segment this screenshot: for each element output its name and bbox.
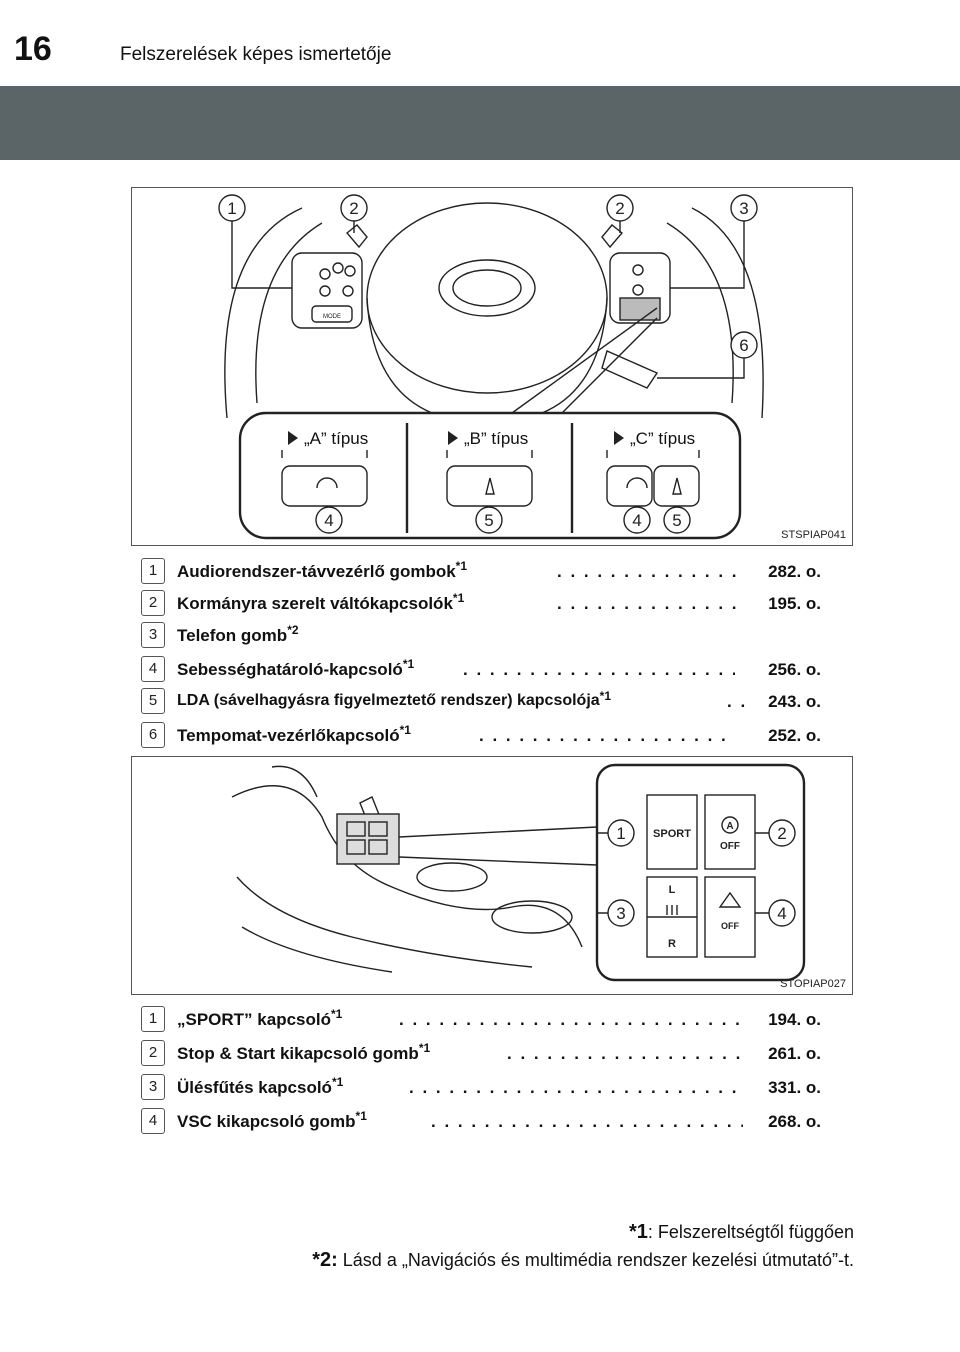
callout-2 [606,194,634,222]
callout-2 [340,194,368,222]
sport-button-label: SPORT [653,828,691,840]
page-number: 16 [14,30,52,68]
seat-heater-r-label: R [668,938,676,950]
item-page: 243. o. [768,692,821,711]
figure-code: STOPIAP027 [780,978,846,990]
callout-2 [768,819,796,847]
steering-wheel-illustration: 1 2 2 3 6 4 5 4 5 MODE [218,194,764,540]
item-label: VSC kikapcsoló gomb*1 [177,1109,367,1131]
item-number: 6 [141,722,165,748]
callout-3 [730,194,758,222]
leader-dots: . . . . . . . . . . . . . . . . [557,562,737,581]
callout-label: 3 [616,904,625,923]
list-item: 1 Audiorendszer-távvezérlő gombok*1 . . … [141,558,821,584]
leader-dots: . . . . . . . . . . . . . . . . . . . . … [479,726,735,745]
callout-label: 5 [672,511,681,530]
callout-4 [768,899,796,927]
item-label: Kormányra szerelt váltókapcsolók*1 [177,591,465,613]
callout-5 [475,506,503,534]
callout-label: 1 [227,199,236,218]
callout-3 [607,899,635,927]
seat-heater-l-label: L [669,884,676,896]
type-c-label: „C” típus [630,429,696,448]
list-item: 3 Ülésfűtés kapcsoló*1 . . . . . . . . .… [141,1074,821,1100]
item-page: 261. o. [768,1044,821,1063]
item-label: Tempomat-vezérlőkapcsoló*1 [177,723,411,745]
callout-4 [315,506,343,534]
item-number: 3 [141,1074,165,1100]
leader-dots: . . . . . . . . . . . . . . . . . . . . … [463,660,735,679]
leader-dots: . . . . . . . . . . . . . . . . . . . . … [431,1112,743,1131]
mode-button-label: MODE [323,314,341,320]
item-number: 2 [141,1040,165,1066]
item-label: Stop & Start kikapcsoló gomb*1 [177,1041,431,1063]
callout-1 [607,819,635,847]
item-number: 4 [141,1108,165,1134]
list-item: 4 VSC kikapcsoló gomb*1 . . . . . . . . … [141,1108,821,1134]
item-page: 268. o. [768,1112,821,1131]
callout-label: 2 [777,824,786,843]
list-item: 2 Stop & Start kikapcsoló gomb*1 . . . .… [141,1040,821,1066]
item-number: 1 [141,558,165,584]
leader-dots: . . . . . . . . . . . . . . . . . . . . … [399,1010,743,1029]
list-item: 5 LDA (sávelhagyásra figyelmeztető rends… [141,688,821,714]
callout-label: 4 [632,511,641,530]
page-header: 16 Felszerelések képes ismertetője [0,0,960,78]
callout-label: 2 [615,199,624,218]
item-page: 194. o. [768,1010,821,1029]
item-number: 2 [141,590,165,616]
callout-label: 1 [616,824,625,843]
steering-wheel-figure: 1 2 2 3 6 4 5 4 5 MODE „A” típus „B” típ… [131,187,853,546]
callout-label: 4 [324,511,333,530]
list-item: 1 „SPORT” kapcsoló*1 . . . . . . . . . .… [141,1006,821,1032]
callout-label: 5 [484,511,493,530]
footnote: *2: Lásd a „Navigációs és multimédia ren… [312,1249,854,1271]
callout-label: 4 [777,904,786,923]
item-page: 195. o. [768,594,821,613]
item-label: Telefon gomb*2 [177,623,299,645]
leader-dots: . . . . . . . . . . . . . . . . . . . . [507,1044,743,1063]
stop-start-off-label: OFF [720,841,740,852]
leader-dots: . . . . . . . . . . . . . . . . [557,594,737,613]
list-item: 6 Tempomat-vezérlőkapcsoló*1 . . . . . .… [141,722,821,748]
item-number: 4 [141,656,165,682]
footnotes: *1: Felszereltségtől függően *2: Lásd a … [312,1218,854,1274]
callout-label: 2 [349,199,358,218]
center-console-illustration: 1 2 3 4 SPORT A OFF L R OFF [231,763,806,982]
item-page: 331. o. [768,1078,821,1097]
type-b-label: „B” típus [464,429,529,448]
list-item: 4 Sebességhatároló-kapcsoló*1 . . . . . … [141,656,821,682]
type-a-label: „A” típus [304,429,369,448]
item-number: 5 [141,688,165,714]
leader-dots: . . . . . . . . . . . . . . . . . . . . … [409,1078,743,1097]
item-label: LDA (sávelhagyásra figyelmeztető rendsze… [177,689,612,709]
item-number: 1 [141,1006,165,1032]
item-page: 252. o. [768,726,821,745]
callout-label: 3 [739,199,748,218]
header-bar [0,86,960,160]
figure-code: STSPIAP041 [781,529,846,541]
vsc-off-label: OFF [721,921,739,931]
item-label: Sebességhatároló-kapcsoló*1 [177,657,415,679]
item-page: 256. o. [768,660,821,679]
page-title: Felszerelések képes ismertetője [120,44,392,65]
callout-6 [730,331,758,359]
list-item: 2 Kormányra szerelt váltókapcsolók*1 . .… [141,590,821,616]
list-item: 3 Telefon gomb*2 [141,622,821,648]
item-number: 3 [141,622,165,648]
item-label: „SPORT” kapcsoló*1 [177,1007,343,1029]
callout-1 [218,194,246,222]
footnote: *1: Felszereltségtől függően [628,1221,854,1243]
leader-dots: . . [727,692,748,711]
callout-4 [623,506,651,534]
stop-start-a-label: A [726,821,733,832]
center-console-figure: 1 2 3 4 SPORT A OFF L R OFF STOPIAP027 [131,756,853,995]
item-label: Ülésfűtés kapcsoló*1 [177,1075,344,1097]
callout-5 [663,506,691,534]
item-label: Audiorendszer-távvezérlő gombok*1 [177,559,468,581]
item-page: 282. o. [768,562,821,581]
callout-label: 6 [739,336,748,355]
